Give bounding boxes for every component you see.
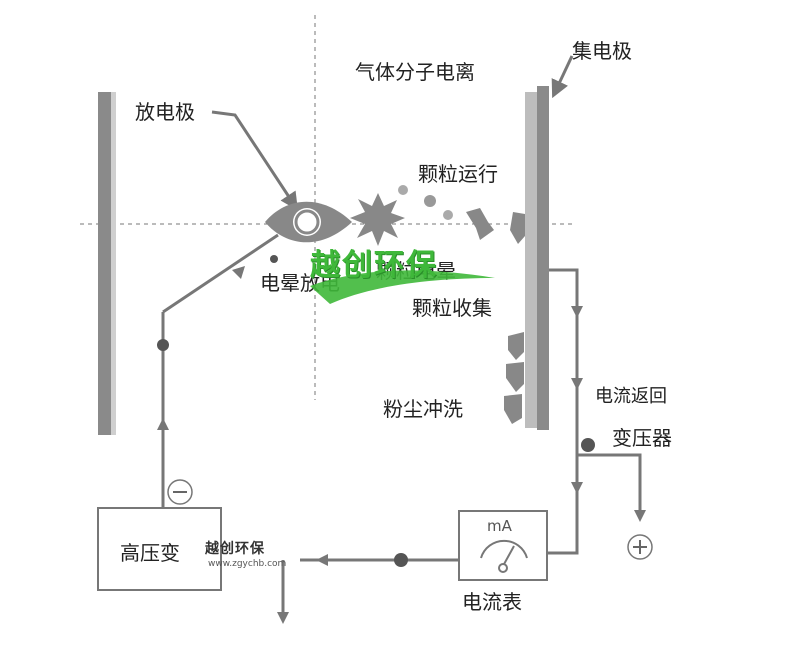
ground-arrow xyxy=(634,510,646,522)
particle-travel-label: 颗粒运行 xyxy=(418,162,498,186)
current-return-label: 电流返回 xyxy=(595,386,667,407)
ammeter-box xyxy=(458,510,548,581)
dust-wash-label: 粉尘冲洗 xyxy=(383,397,463,421)
dust-chunk-icon xyxy=(504,394,522,424)
particle-arrow-icon xyxy=(510,212,525,244)
dust-chunk-icon xyxy=(506,362,524,392)
corona-burst-icon xyxy=(350,193,405,246)
supply-arrow xyxy=(157,418,169,430)
junction-dot xyxy=(157,339,169,351)
watermark-swoosh xyxy=(310,270,495,304)
collector-label: 集电极 xyxy=(572,39,632,63)
brand-watermark: 越创环保 xyxy=(300,238,500,308)
collector-pointer xyxy=(551,55,574,99)
emitter-electrode xyxy=(265,201,352,243)
bottom-arrow xyxy=(316,554,328,566)
high-voltage-box xyxy=(97,507,222,591)
watermark-brand-text: 越创环保 xyxy=(310,248,438,283)
return-arrow xyxy=(571,378,583,390)
supply-arrow xyxy=(232,266,245,279)
particle-arrow-icon xyxy=(466,208,494,240)
collector-plate xyxy=(525,86,549,430)
junction-dot xyxy=(270,255,278,263)
return-arrow xyxy=(571,482,583,494)
bottom-wire xyxy=(281,558,459,614)
particle-collect-label: 颗粒收集 xyxy=(412,296,492,320)
high-voltage-label: 高压变 xyxy=(120,541,180,565)
junction-dot xyxy=(581,438,595,452)
return-wire xyxy=(548,268,642,555)
junction-dot xyxy=(394,553,408,567)
watermark-small-text: 越创环保 xyxy=(205,541,265,557)
watermark-url: www.zgychb.com xyxy=(208,559,287,569)
emitter-pointer xyxy=(211,110,298,211)
particle-dot xyxy=(398,185,408,195)
dust-chunk-icon xyxy=(508,332,524,360)
particle-dot xyxy=(424,195,436,207)
emitter-label: 放电极 xyxy=(135,100,195,124)
transformer-label: 变压器 xyxy=(612,426,672,450)
ammeter-label: 电流表 xyxy=(462,590,522,614)
return-arrow xyxy=(571,306,583,318)
particle-dot xyxy=(443,210,453,220)
left-plate xyxy=(98,92,116,435)
ionization-label: 气体分子电离 xyxy=(355,60,475,84)
bottom-arrow xyxy=(277,612,289,624)
ammeter-unit-label: mA xyxy=(487,517,512,535)
